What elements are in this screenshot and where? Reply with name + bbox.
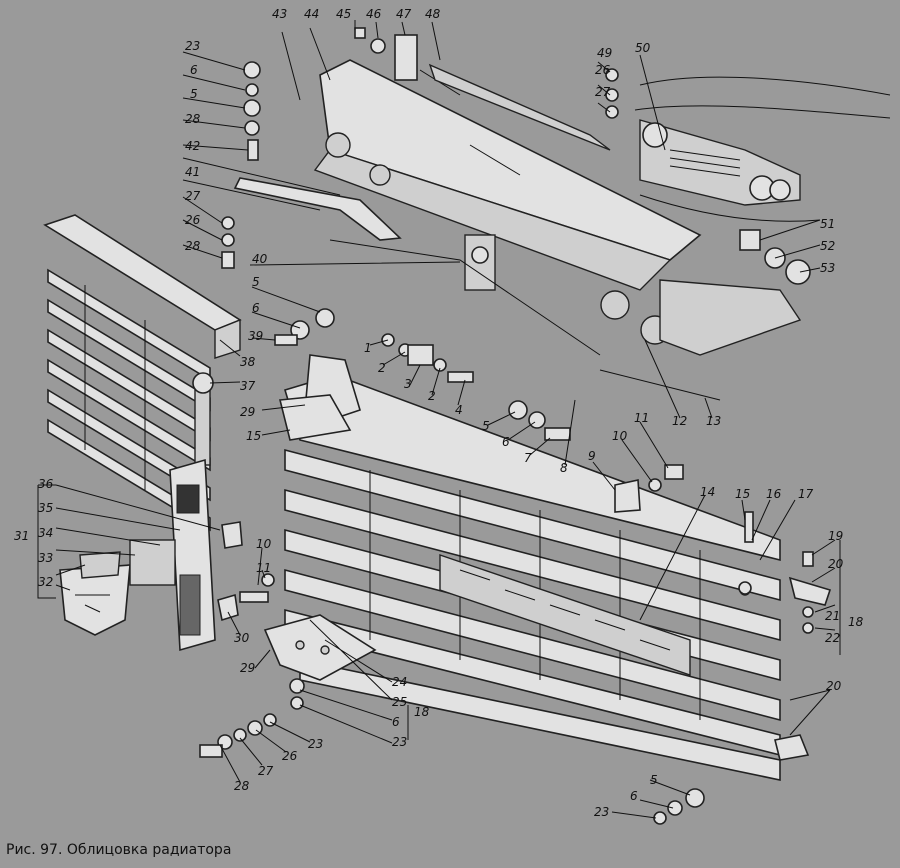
callout-23: 23: [308, 737, 323, 751]
callout-10: 10: [256, 537, 272, 551]
callout-11: 11: [256, 561, 271, 575]
callout-20: 20: [828, 557, 844, 571]
callout-18: 18: [848, 615, 864, 629]
callout-17: 17: [798, 487, 814, 501]
callout-16: 16: [766, 487, 782, 501]
callout-22: 22: [825, 631, 840, 645]
callout-7: 7: [524, 451, 532, 465]
callout-20: 20: [826, 679, 842, 693]
callout-26: 26: [282, 749, 298, 763]
callout-49: 49: [597, 46, 612, 60]
callout-6: 6: [502, 435, 510, 449]
callout-10: 10: [612, 429, 628, 443]
callout-6: 6: [392, 715, 400, 729]
emblem: [59, 539, 176, 636]
main-grille: [284, 374, 781, 781]
callout-29: 29: [240, 661, 255, 675]
callout-18: 18: [414, 705, 430, 719]
callout-4: 4: [455, 403, 463, 417]
callout-36: 36: [38, 477, 54, 491]
callout-5: 5: [252, 275, 260, 289]
callout-46: 46: [366, 7, 382, 21]
callout-26: 26: [595, 63, 611, 77]
callout-52: 52: [820, 239, 835, 253]
callout-39: 39: [248, 329, 263, 343]
callout-23: 23: [392, 735, 407, 749]
callout-53: 53: [820, 261, 835, 275]
callout-33: 33: [38, 551, 53, 565]
left-small-grille: [43, 214, 242, 532]
callout-12: 12: [672, 414, 687, 428]
vertical-trim-bar: [169, 458, 216, 652]
callout-51: 51: [820, 217, 835, 231]
callout-47: 47: [396, 7, 412, 21]
callout-48: 48: [425, 7, 441, 21]
callout-14: 14: [700, 485, 715, 499]
callout-50: 50: [635, 41, 651, 55]
callout-3: 3: [404, 377, 412, 391]
car-front-inset: [634, 76, 891, 222]
callout-6: 6: [190, 63, 198, 77]
callout-21: 21: [825, 609, 840, 623]
callout-37: 37: [240, 379, 256, 393]
callout-41: 41: [185, 165, 200, 179]
callout-23: 23: [185, 39, 200, 53]
callout-35: 35: [38, 501, 53, 515]
callout-2: 2: [428, 389, 436, 403]
callout-5: 5: [482, 419, 490, 433]
callout-29: 29: [240, 405, 255, 419]
fasteners: [192, 27, 832, 825]
callout-6: 6: [252, 301, 260, 315]
callout-32: 32: [38, 575, 53, 589]
callout-11: 11: [634, 411, 649, 425]
callout-28: 28: [185, 239, 201, 253]
callout-24: 24: [392, 675, 407, 689]
callout-15: 15: [735, 487, 750, 501]
callout-28: 28: [185, 112, 201, 126]
callout-27: 27: [258, 764, 274, 778]
callout-30: 30: [234, 631, 250, 645]
callout-34: 34: [38, 526, 53, 540]
callout-2: 2: [378, 361, 386, 375]
callout-27: 27: [595, 85, 611, 99]
callout-31: 31: [14, 529, 29, 543]
callout-23: 23: [594, 805, 609, 819]
callout-38: 38: [240, 355, 256, 369]
callout-43: 43: [272, 7, 287, 21]
callout-5: 5: [650, 773, 658, 787]
callout-45: 45: [336, 7, 351, 21]
callout-1: 1: [364, 341, 372, 355]
figure-caption: Рис. 97. Облицовка радиатора: [6, 842, 232, 858]
callout-42: 42: [185, 139, 200, 153]
callout-26: 26: [185, 213, 201, 227]
callout-13: 13: [706, 414, 721, 428]
callout-8: 8: [560, 461, 568, 475]
stays: [233, 177, 721, 401]
callout-28: 28: [234, 779, 250, 793]
leader-lines: [37, 20, 841, 819]
upper-radiator-housing: [313, 59, 802, 356]
callout-5: 5: [190, 87, 198, 101]
callout-9: 9: [588, 449, 596, 463]
callout-6: 6: [630, 789, 638, 803]
callout-labels: 43 44 45 46 47 48 23 6 5 28 42 41 27 26 …: [14, 7, 864, 819]
callout-40: 40: [252, 252, 268, 266]
brackets: [263, 354, 810, 761]
callout-44: 44: [304, 7, 319, 21]
callout-19: 19: [828, 529, 843, 543]
callout-25: 25: [392, 695, 407, 709]
callout-27: 27: [185, 189, 201, 203]
callout-15: 15: [246, 429, 261, 443]
